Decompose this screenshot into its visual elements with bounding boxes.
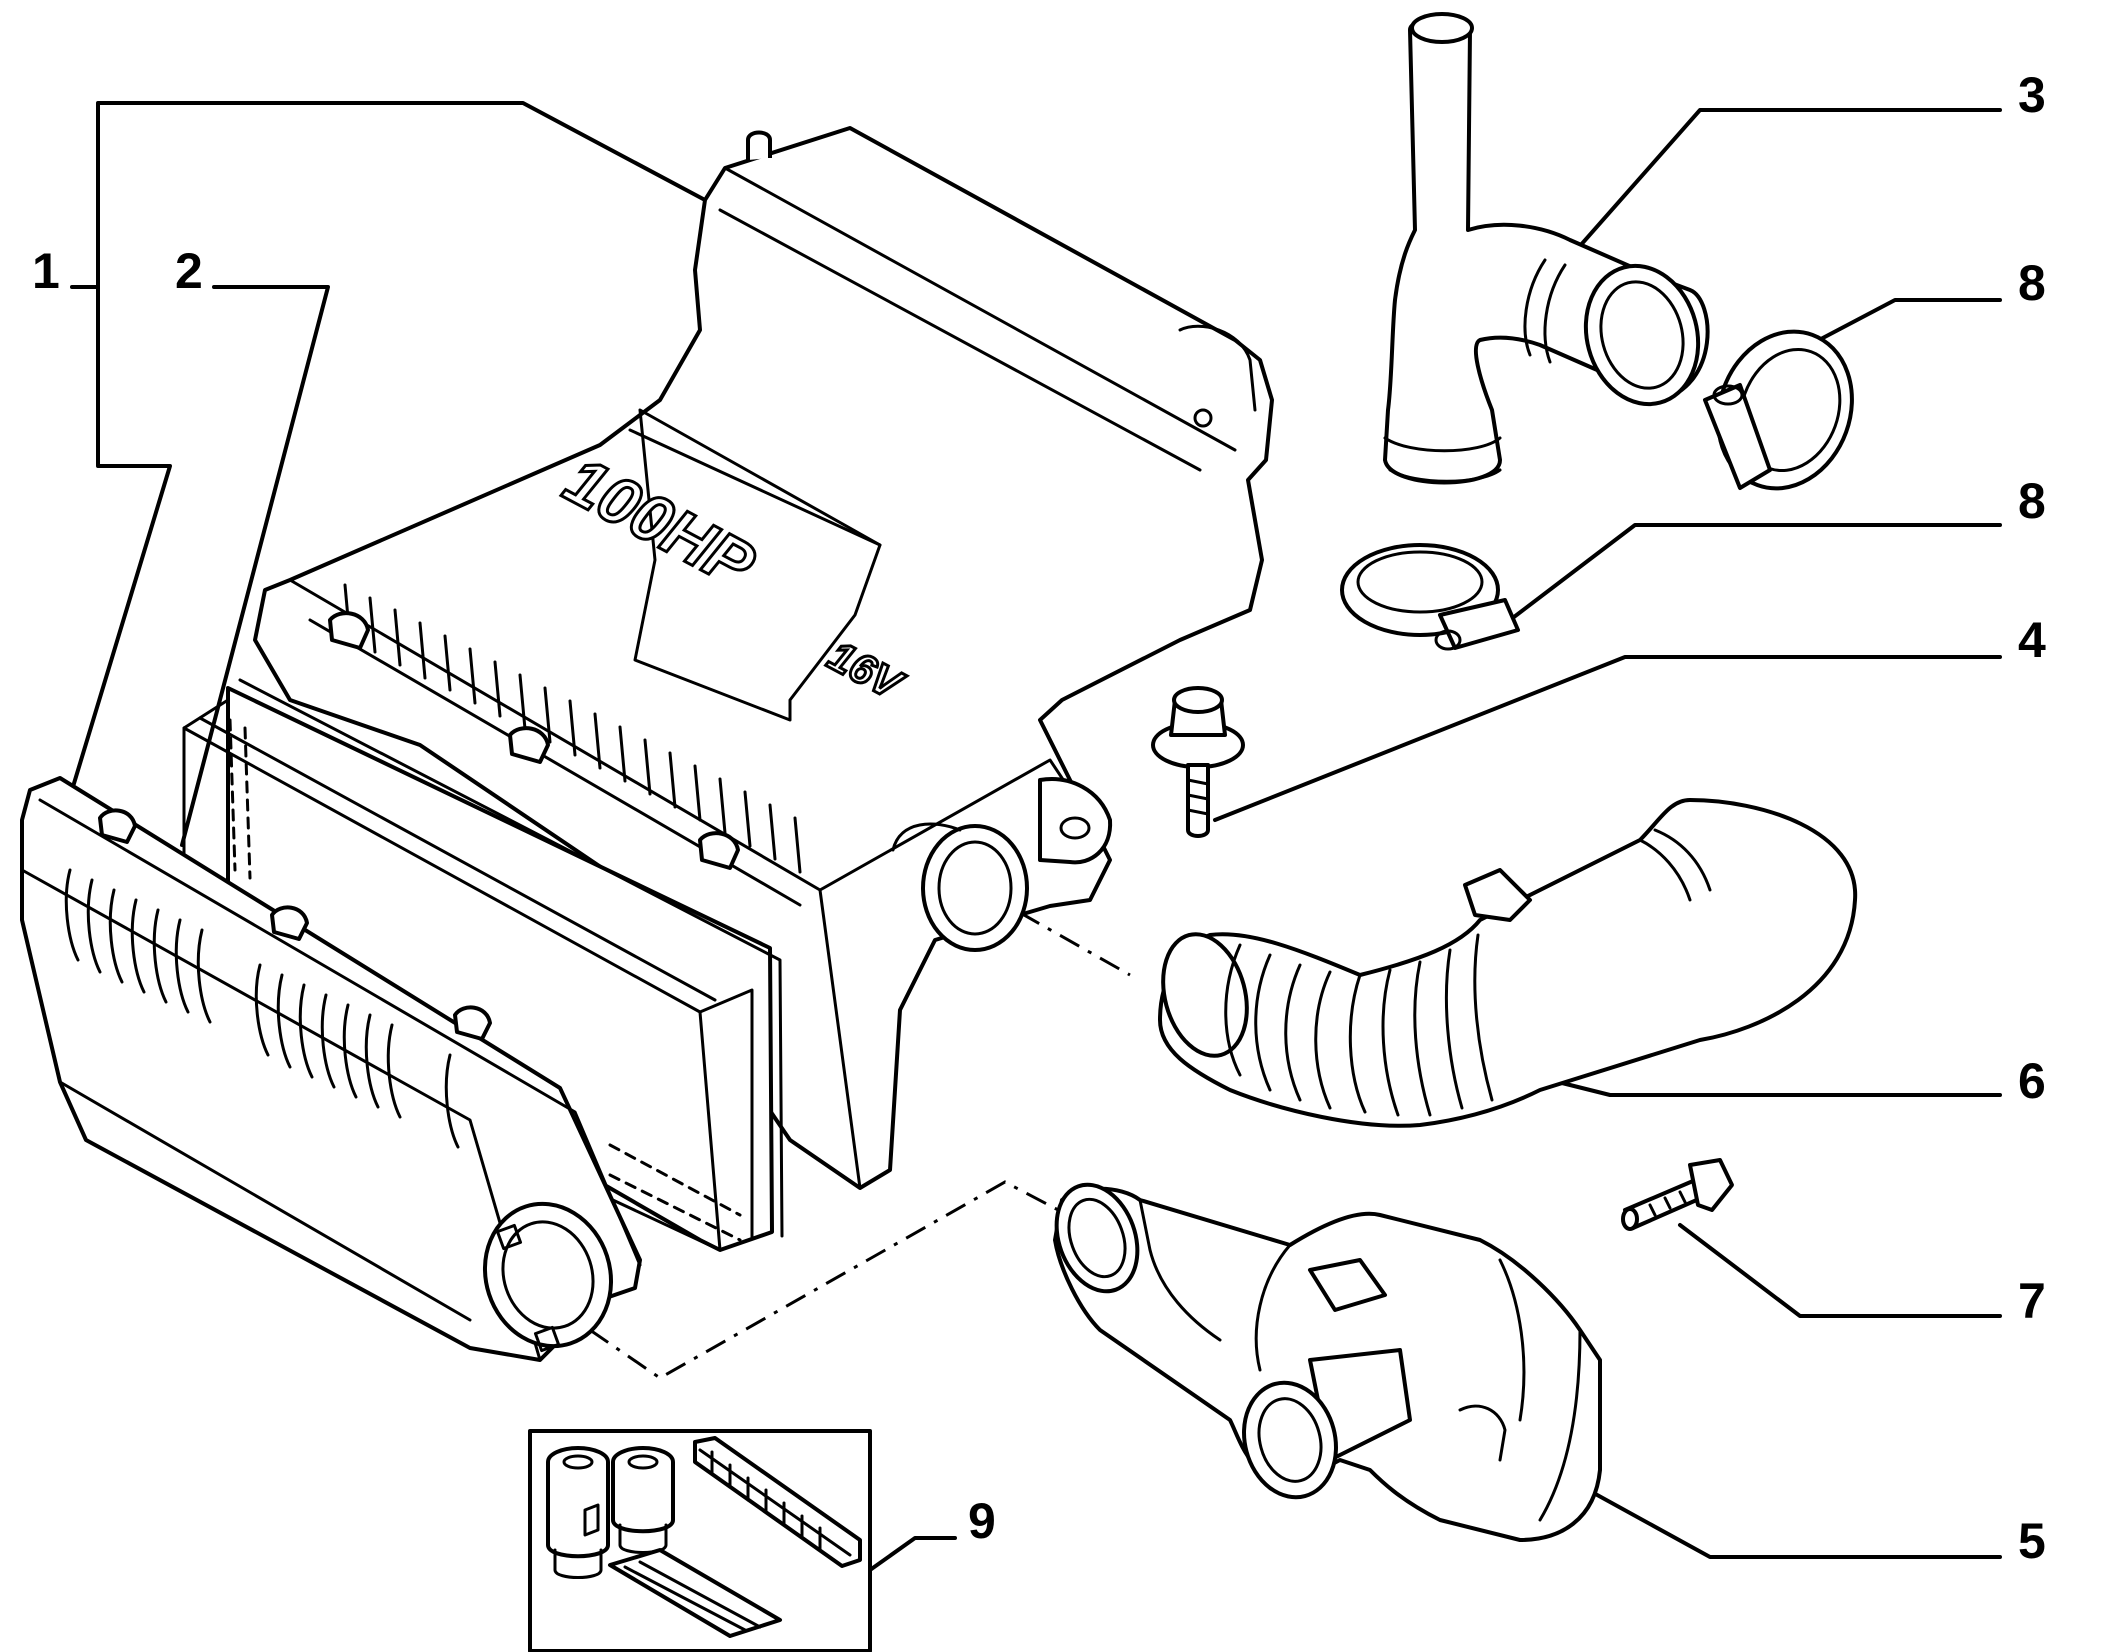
leader-lines (70, 101, 2002, 1572)
callout-3: 3 (2018, 67, 2046, 123)
hose-corrugations (1224, 933, 1494, 1117)
callout-8-upper: 8 (2018, 255, 2046, 311)
bolt-7 (1621, 1158, 1734, 1231)
callout-6: 6 (2018, 1053, 2046, 1109)
callout-9: 9 (968, 1493, 996, 1549)
service-kit-box (528, 1429, 872, 1652)
air-box-housing: 100HP 16V (253, 126, 1274, 1190)
hose-clamp-lower (1340, 543, 1520, 651)
hose-clamp-upper (1703, 329, 1854, 491)
housing-ribs (343, 583, 802, 874)
alignment-line-cover-to-duct (589, 1180, 1063, 1380)
callout-7: 7 (2018, 1273, 2046, 1329)
callout-8-lower: 8 (2018, 473, 2046, 529)
alignment-line-housing-to-hose (979, 888, 1131, 977)
callout-1: 1 (32, 243, 60, 299)
callout-labels: 1 2 3 8 8 4 6 7 5 9 (32, 67, 2046, 1569)
breather-pipe (1383, 12, 1710, 485)
callout-2: 2 (175, 243, 203, 299)
corrugated-intake-hose (1158, 798, 1858, 1128)
cover-fins (64, 868, 460, 1149)
flange-bolt-4 (1151, 686, 1245, 838)
air-box-cover (20, 776, 642, 1362)
intake-duct-resonator (1053, 1182, 1602, 1542)
callout-5: 5 (2018, 1513, 2046, 1569)
callout-4: 4 (2018, 612, 2046, 668)
